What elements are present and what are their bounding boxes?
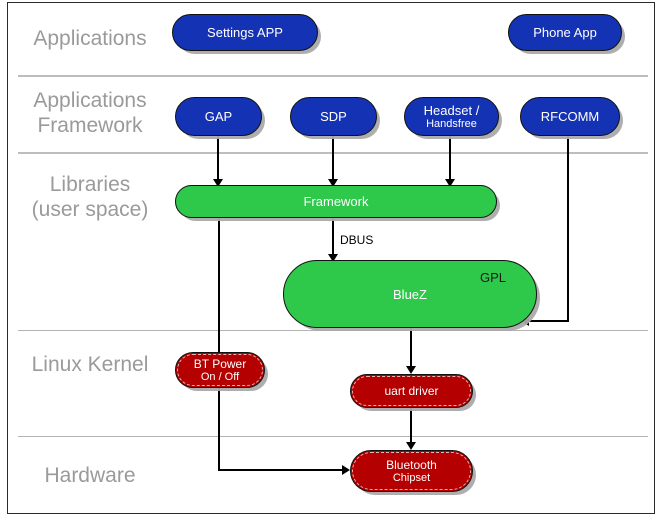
- node-bluetooth-chipset[interactable]: Bluetooth Chipset: [350, 450, 473, 492]
- node-bt-power-label-line2: On / Off: [200, 371, 240, 383]
- node-bluez-label: BlueZ: [393, 286, 427, 302]
- node-bluetooth-chipset-label-line2: Chipset: [392, 472, 431, 484]
- divider-libraries: [18, 330, 648, 331]
- arrowhead-framework-to-bluez: [328, 254, 338, 262]
- node-bt-power[interactable]: BT Power On / Off: [175, 352, 265, 388]
- layer-label-linux-kernel: Linux Kernel: [31, 353, 149, 376]
- connector-headset-to-framework: [449, 134, 451, 183]
- arrowhead-uart-to-chipset: [406, 442, 416, 450]
- arrowhead-bluez-to-uart: [406, 366, 416, 374]
- node-settings-app-label: Settings APP: [207, 25, 283, 40]
- connector-rfcomm-horizontal: [527, 320, 569, 322]
- edge-label-dbus: DBUS: [340, 233, 374, 247]
- node-bt-power-label-line1: BT Power: [193, 357, 247, 371]
- node-bluez-license-tag: GPL: [480, 270, 507, 285]
- connector-framework-to-chipset-horizontal: [218, 469, 344, 471]
- arrowhead-gap-to-framework: [213, 179, 223, 187]
- node-framework[interactable]: Framework: [175, 185, 497, 218]
- node-headset-handsfree-label-line1: Headset /: [423, 103, 480, 118]
- arrowhead-to-chipset: [342, 465, 350, 475]
- divider-linux-kernel: [18, 436, 648, 437]
- node-headset-handsfree-label-line2: Handsfree: [426, 118, 477, 130]
- arrowhead-headset-to-framework: [445, 179, 455, 187]
- node-framework-label: Framework: [303, 194, 369, 209]
- node-rfcomm[interactable]: RFCOMM: [520, 97, 620, 136]
- arrowhead-sdp-to-framework: [328, 179, 338, 187]
- node-gap-label: GAP: [204, 109, 233, 124]
- layer-label-hardware: Hardware: [44, 464, 136, 487]
- node-gap[interactable]: GAP: [175, 97, 262, 136]
- node-uart-driver[interactable]: uart driver: [350, 374, 473, 408]
- node-bluez[interactable]: BlueZ: [283, 260, 537, 328]
- layer-label-libraries: Libraries (user space): [31, 173, 149, 221]
- connector-rfcomm-vertical: [567, 134, 569, 322]
- node-headset-handsfree[interactable]: Headset / Handsfree: [404, 97, 499, 136]
- connector-sdp-to-framework: [332, 134, 334, 183]
- layer-label-applications: Applications: [33, 27, 147, 50]
- node-phone-app-label: Phone App: [533, 25, 597, 40]
- node-uart-driver-label: uart driver: [384, 384, 439, 398]
- connector-framework-to-chipset-vertical: [218, 216, 220, 471]
- node-settings-app[interactable]: Settings APP: [172, 14, 318, 51]
- connector-bluez-to-uart: [410, 326, 412, 370]
- arrowhead-rfcomm-to-bluez: [521, 316, 529, 326]
- node-rfcomm-label: RFCOMM: [540, 109, 600, 124]
- layer-label-applications-framework: Applications Framework: [33, 89, 147, 137]
- connector-gap-to-framework: [217, 134, 219, 183]
- node-sdp-label: SDP: [320, 109, 347, 124]
- divider-applications: [18, 75, 648, 77]
- node-bluetooth-chipset-label-line1: Bluetooth: [386, 458, 437, 472]
- node-phone-app[interactable]: Phone App: [508, 14, 622, 51]
- node-sdp[interactable]: SDP: [290, 97, 377, 136]
- connector-framework-to-bluez: [332, 216, 334, 258]
- connector-uart-to-chipset: [410, 406, 412, 446]
